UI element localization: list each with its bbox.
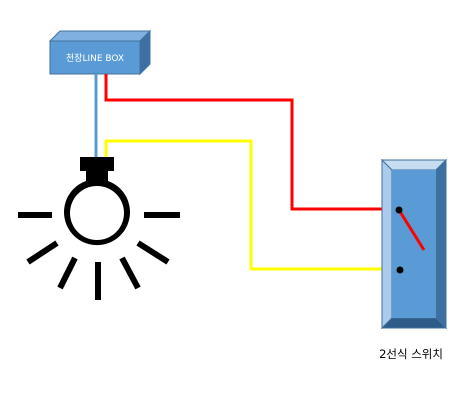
switch-bottom-bevel (380, 317, 448, 329)
switch-top-bevel (380, 159, 448, 171)
light-ray-lower-left (26, 240, 59, 265)
switch-face (392, 170, 436, 318)
switch-left-bevel (381, 158, 393, 330)
light-ray-down-left (57, 256, 78, 290)
bulb-socket (80, 157, 114, 171)
bulb-glass (70, 186, 124, 240)
switch-terminal-top (395, 206, 403, 214)
switch-terminal-bottom (396, 266, 404, 274)
two-wire-switch (380, 158, 448, 330)
light-bulb-icon (18, 157, 180, 300)
switch-lever (397, 209, 426, 251)
light-rays (18, 212, 180, 300)
switch-right-bevel (435, 158, 447, 330)
switch-caption: 2선식 스위치 (379, 347, 443, 361)
junction-box-top-face (48, 30, 152, 42)
live-wire (104, 74, 399, 211)
ceiling-junction-box: 천장LINE BOX (48, 29, 152, 76)
light-ray-down-right (119, 256, 141, 290)
light-ray-lower-right (136, 240, 170, 265)
switched-wire (104, 139, 400, 271)
junction-box-label: 천장LINE BOX (66, 53, 124, 64)
junction-box-front-face (49, 40, 141, 75)
